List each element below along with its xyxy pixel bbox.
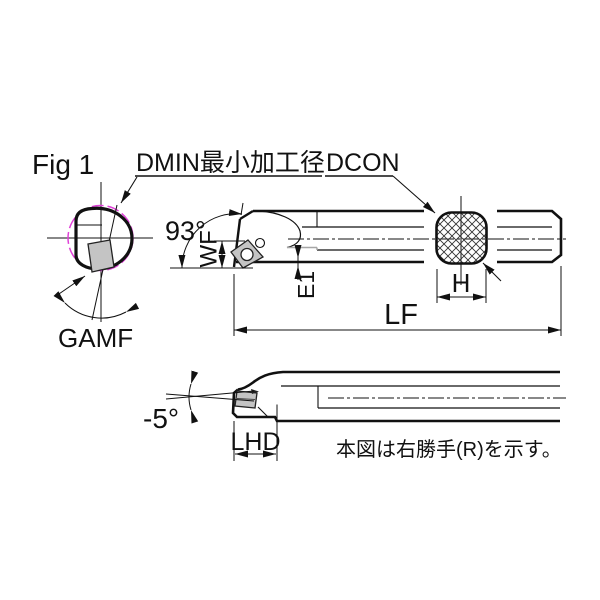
pocket-outline bbox=[257, 210, 302, 249]
shank-end-outline bbox=[74, 206, 134, 271]
top-side-view: WF 93° E1 H LF bbox=[165, 196, 566, 336]
rake-line-insert-face bbox=[165, 390, 255, 400]
lf-label: LF bbox=[384, 299, 418, 331]
dcon-label: DCON bbox=[326, 149, 400, 177]
dmin-leader-arrow bbox=[120, 176, 138, 204]
lf-ext-lines bbox=[233, 266, 562, 336]
gamf-arc-arrow-right bbox=[126, 302, 140, 312]
insert-plan-stripe bbox=[236, 398, 256, 400]
pocket-gray-line bbox=[287, 246, 318, 250]
plan-top-edge bbox=[237, 370, 560, 391]
gamf-leader-arrow bbox=[55, 275, 86, 297]
endview-insert bbox=[87, 239, 115, 273]
dcon-leader-arrow bbox=[392, 175, 436, 214]
gamf-angle-arc bbox=[64, 302, 127, 319]
rake-angle-label: -5° bbox=[143, 403, 179, 434]
h-label: H bbox=[452, 268, 471, 298]
clamp-screw-circle bbox=[254, 237, 266, 249]
dmin-label: DMIN最小加工径 bbox=[136, 149, 325, 177]
lead-angle-arc bbox=[178, 209, 243, 269]
figure-title: Fig 1 bbox=[32, 149, 94, 180]
gamf-arc-arrow-left bbox=[53, 291, 65, 303]
e1-label: E1 bbox=[293, 271, 319, 299]
section-lower-arrow bbox=[482, 262, 502, 282]
lead-angle-label: 93° bbox=[165, 216, 206, 246]
head-front-edge-extension bbox=[240, 202, 244, 216]
bar-right-segment bbox=[497, 209, 563, 264]
end-view-figure: GAMF bbox=[47, 182, 153, 353]
insert-plan-corner-wedge bbox=[251, 389, 259, 394]
bottom-plan-view: -5° LHD 本図は右勝手(R)を示す。 bbox=[143, 370, 566, 461]
hand-note: 本図は右勝手(R)を示す。 bbox=[336, 438, 562, 461]
lhd-label: LHD bbox=[230, 428, 280, 456]
head-chamfer-edge bbox=[239, 209, 254, 221]
rake-line-reference bbox=[165, 393, 255, 402]
plan-pocket-diagonal bbox=[257, 406, 269, 418]
plan-head-outline bbox=[231, 388, 560, 423]
shank-cross-section bbox=[435, 211, 488, 265]
rake-angle-arc bbox=[188, 370, 199, 424]
insert-hole bbox=[240, 247, 254, 262]
gamf-label: GAMF bbox=[58, 323, 133, 353]
